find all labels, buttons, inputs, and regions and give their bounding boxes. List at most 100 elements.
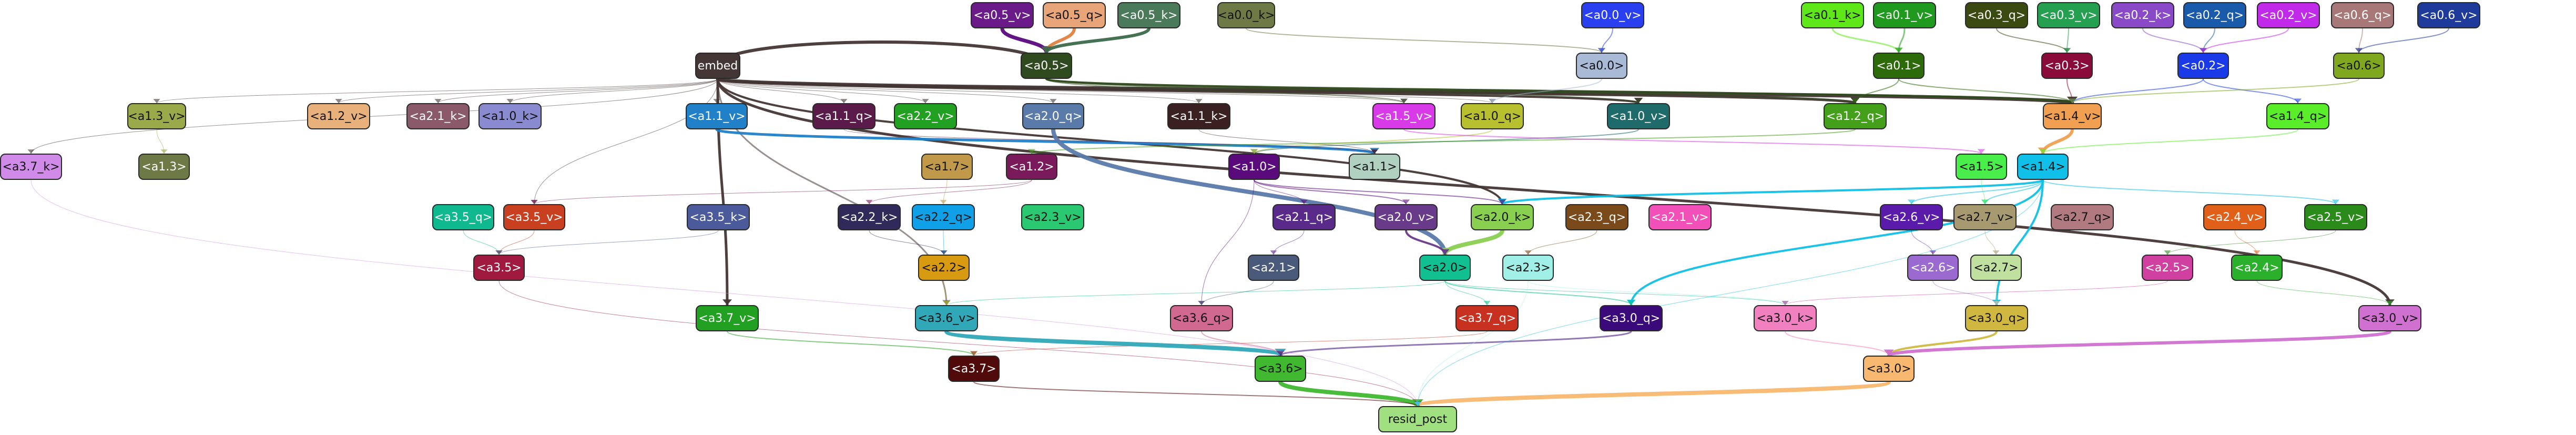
graph-node-embed[interactable]: embed: [695, 53, 740, 79]
graph-node-a2-5[interactable]: <a2.5>: [2142, 255, 2193, 281]
graph-node-a1-0-v[interactable]: <a1.0_v>: [1607, 103, 1670, 129]
graph-node-a3-5[interactable]: <a3.5>: [473, 255, 525, 281]
graph-edge-arrowhead: [434, 99, 442, 103]
graph-node-a2-7-v[interactable]: <a2.7_v>: [1953, 204, 2017, 230]
graph-node-a2-4[interactable]: <a2.4>: [2231, 255, 2283, 281]
graph-node-a1-2-v[interactable]: <a1.2_v>: [307, 103, 370, 129]
graph-node-a1-0[interactable]: <a1.0>: [1228, 154, 1280, 180]
graph-node-a0-1-v[interactable]: <a0.1_v>: [1873, 2, 1936, 28]
graph-edge-arrowhead: [160, 149, 168, 154]
graph-node-a3-0-q[interactable]: <a3.0_q>: [1965, 305, 2028, 331]
graph-node-a3-0-v[interactable]: <a3.0_v>: [2358, 305, 2421, 331]
graph-node-a0-0-v[interactable]: <a0.0_v>: [1581, 2, 1644, 28]
graph-node-a3-7-k[interactable]: <a3.7_k>: [0, 154, 62, 180]
graph-node-a1-2-q[interactable]: <a1.2_q>: [1824, 103, 1887, 129]
graph-node-a2-1-q[interactable]: <a2.1_q>: [1272, 204, 1336, 230]
graph-edge: [946, 280, 1445, 306]
graph-edge: [437, 78, 718, 104]
graph-edge: [534, 179, 1032, 205]
graph-edge: [1198, 129, 1375, 154]
graph-node-a1-5-v[interactable]: <a1.5_v>: [1372, 103, 1435, 129]
graph-edge: [1528, 280, 1786, 306]
graph-node-a2-3[interactable]: <a2.3>: [1502, 255, 1554, 281]
graph-node-a2-2-k[interactable]: <a2.2_k>: [838, 204, 901, 230]
graph-edge-arrowhead: [2164, 250, 2171, 255]
graph-node-a2-6[interactable]: <a2.6>: [1907, 255, 1959, 281]
graph-edge: [1254, 179, 1407, 205]
graph-node-a0-6-v[interactable]: <a0.6_v>: [2417, 2, 2480, 28]
graph-node-a3-7[interactable]: <a3.7>: [948, 356, 1000, 382]
graph-node-a0-1-k[interactable]: <a0.1_k>: [1801, 2, 1864, 28]
graph-node-resid-post[interactable]: resid_post: [1378, 406, 1457, 432]
graph-edge: [717, 78, 1640, 104]
graph-edge-arrowhead: [1992, 250, 2000, 255]
graph-node-a0-5-k[interactable]: <a0.5_k>: [1117, 2, 1180, 28]
graph-node-a3-0-k[interactable]: <a3.0_k>: [1754, 305, 1817, 331]
graph-edge: [534, 78, 718, 205]
graph-edge: [30, 78, 718, 154]
graph-node-a2-3-q[interactable]: <a2.3_q>: [1565, 204, 1628, 230]
graph-node-a1-2[interactable]: <a1.2>: [1006, 154, 1057, 180]
graph-node-a0-3-v[interactable]: <a0.3_v>: [2037, 2, 2100, 28]
graph-node-a0-5[interactable]: <a0.5>: [1021, 53, 1072, 79]
graph-node-a2-2-v[interactable]: <a2.2_v>: [894, 103, 957, 129]
graph-node-a1-5[interactable]: <a1.5>: [1956, 154, 2007, 180]
graph-node-a3-6[interactable]: <a3.6>: [1255, 356, 1306, 382]
graph-node-a1-1-v[interactable]: <a1.1_v>: [686, 103, 748, 129]
graph-node-a2-3-v[interactable]: <a2.3_v>: [1021, 204, 1084, 230]
graph-node-a0-0-k[interactable]: <a0.0_k>: [1217, 2, 1275, 28]
graph-node-a0-1[interactable]: <a0.1>: [1873, 53, 1925, 79]
graph-node-a0-2[interactable]: <a0.2>: [2177, 53, 2229, 79]
graph-node-a2-2[interactable]: <a2.2>: [918, 255, 970, 281]
graph-node-a2-1[interactable]: <a2.1>: [1248, 255, 1299, 281]
graph-node-a1-4-v[interactable]: <a1.4_v>: [2043, 103, 2102, 129]
graph-node-a1-4-q[interactable]: <a1.4_q>: [2266, 103, 2329, 129]
graph-node-a1-7[interactable]: <a1.7>: [921, 154, 973, 180]
graph-node-a3-5-k[interactable]: <a3.5_k>: [687, 204, 750, 230]
graph-node-a1-0-k[interactable]: <a1.0_k>: [478, 103, 542, 129]
graph-edge-arrowhead: [1524, 250, 1532, 255]
graph-node-a1-1-q[interactable]: <a1.1_q>: [812, 103, 875, 129]
graph-node-a2-7-q[interactable]: <a2.7_q>: [2051, 204, 2114, 230]
graph-node-a1-4[interactable]: <a1.4>: [2017, 154, 2069, 180]
graph-node-a1-0-q[interactable]: <a1.0_q>: [1461, 103, 1524, 129]
graph-node-a0-5-v[interactable]: <a0.5_v>: [971, 2, 1034, 28]
graph-node-a2-6-v[interactable]: <a2.6_v>: [1880, 204, 1943, 230]
graph-node-a3-0[interactable]: <a3.0>: [1863, 356, 1915, 382]
graph-node-a2-2-q[interactable]: <a2.2_q>: [912, 204, 975, 230]
graph-node-a2-0-v[interactable]: <a2.0_v>: [1374, 204, 1438, 230]
graph-node-a2-0-k[interactable]: <a2.0_k>: [1471, 204, 1534, 230]
graph-node-a2-1-v[interactable]: <a2.1_v>: [1648, 204, 1712, 230]
graph-node-a3-7-v[interactable]: <a3.7_v>: [696, 305, 759, 331]
graph-node-a3-5-q[interactable]: <a3.5_q>: [432, 204, 494, 230]
graph-node-a0-2-v[interactable]: <a0.2_v>: [2257, 2, 2320, 28]
graph-node-a3-6-q[interactable]: <a3.6_q>: [1170, 305, 1233, 331]
graph-node-a2-1-k[interactable]: <a2.1_k>: [406, 103, 470, 129]
graph-node-a1-3[interactable]: <a1.3>: [138, 154, 190, 180]
graph-node-a0-6[interactable]: <a0.6>: [2333, 53, 2385, 79]
graph-node-a3-7-q[interactable]: <a3.7_q>: [1455, 305, 1519, 331]
graph-node-a0-5-q[interactable]: <a0.5_q>: [1043, 2, 1106, 28]
graph-node-a0-3-q[interactable]: <a0.3_q>: [1965, 2, 2028, 28]
graph-node-a0-0[interactable]: <a0.0>: [1576, 53, 1627, 79]
graph-node-a1-1[interactable]: <a1.1>: [1349, 154, 1400, 180]
graph-node-a1-1-k[interactable]: <a1.1_k>: [1167, 103, 1230, 129]
graph-node-a0-3[interactable]: <a0.3>: [2041, 53, 2093, 79]
graph-node-a0-6-q[interactable]: <a0.6_q>: [2331, 2, 2394, 28]
graph-node-a2-5-v[interactable]: <a2.5_v>: [2304, 204, 2367, 230]
graph-node-a3-5-v[interactable]: <a3.5_v>: [503, 204, 565, 230]
graph-node-a2-0-q[interactable]: <a2.0_q>: [1022, 103, 1084, 129]
graph-node-a0-2-q[interactable]: <a0.2_q>: [2183, 2, 2246, 28]
graph-node-a2-0[interactable]: <a2.0>: [1419, 255, 1471, 281]
graph-edge: [1273, 230, 1305, 255]
graph-node-a1-3-v[interactable]: <a1.3_v>: [127, 103, 186, 129]
graph-edge: [1416, 380, 1891, 408]
graph-edge-arrowhead: [1050, 99, 1057, 103]
graph-node-a0-2-k[interactable]: <a0.2_k>: [2111, 2, 2174, 28]
graph-node-a3-0-q-mid[interactable]: <a3.0_q>: [1600, 305, 1663, 331]
graph-node-a2-7[interactable]: <a2.7>: [1970, 255, 2022, 281]
graph-node-a3-6-v[interactable]: <a3.6_v>: [915, 305, 978, 331]
graph-edge: [1528, 230, 1597, 255]
graph-node-a2-4-v[interactable]: <a2.4_v>: [2203, 204, 2266, 230]
